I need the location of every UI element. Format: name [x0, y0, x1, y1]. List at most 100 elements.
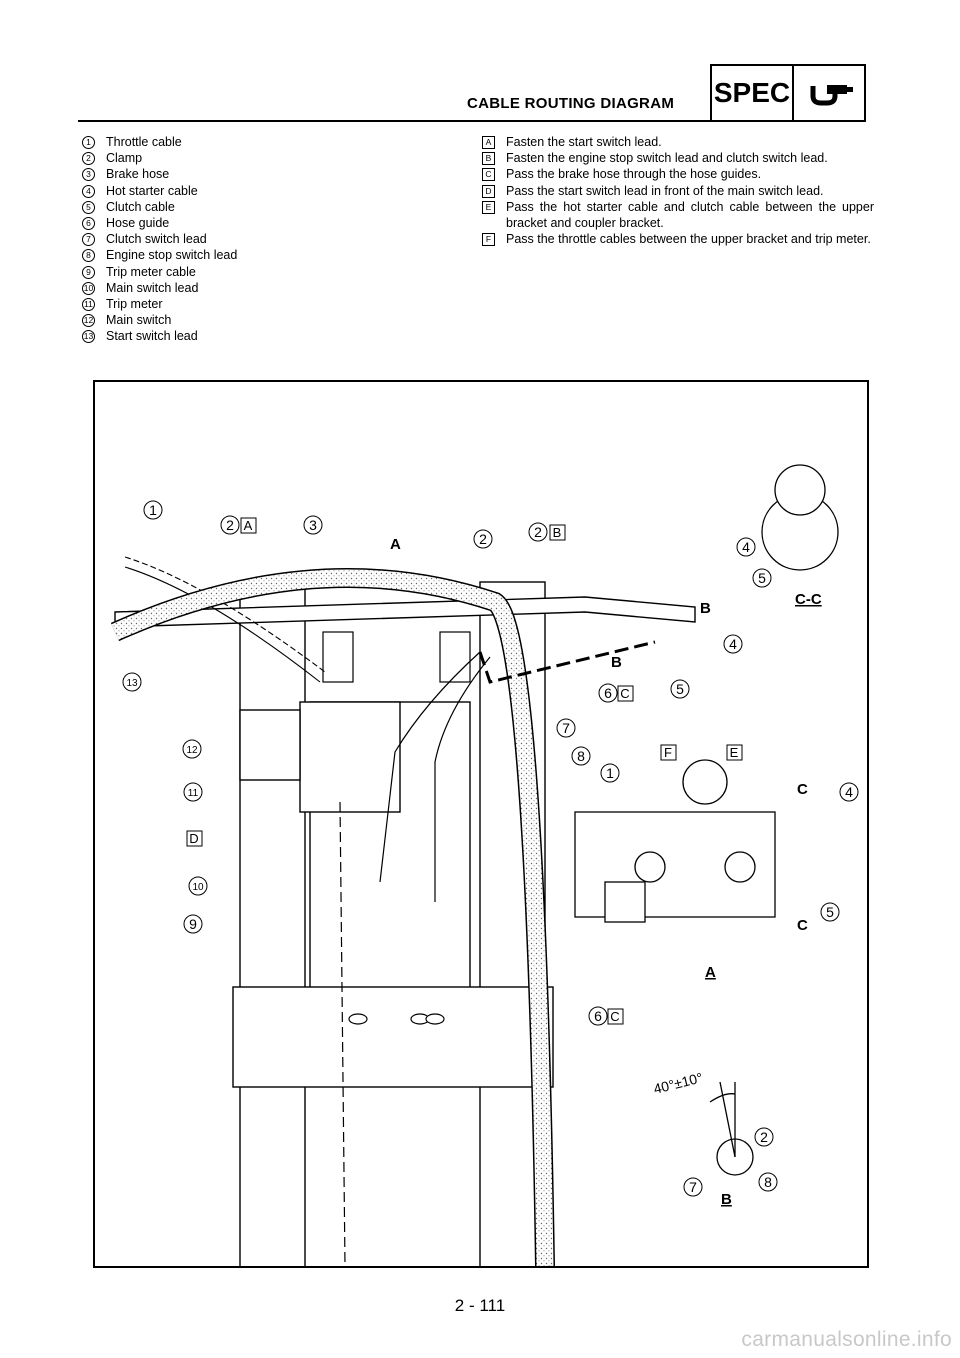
svg-text:C: C: [797, 917, 808, 934]
angle-label: 40°±10°: [652, 1069, 704, 1097]
svg-text:11: 11: [188, 788, 199, 799]
callout-6b: 6: [588, 1006, 608, 1026]
wrench-icon: [794, 66, 864, 120]
callout-7b: 7: [683, 1177, 703, 1197]
callout-10: 10: [188, 876, 208, 896]
svg-text:1: 1: [606, 765, 614, 781]
svg-text:4: 4: [729, 636, 737, 652]
svg-text:9: 9: [189, 916, 197, 932]
svg-text:F: F: [664, 745, 672, 760]
svg-text:B: B: [721, 1191, 732, 1208]
svg-text:B: B: [553, 525, 562, 540]
svg-text:13: 13: [126, 678, 138, 689]
page-title: CABLE ROUTING DIAGRAM: [467, 95, 675, 112]
svg-text:B: B: [700, 600, 711, 617]
callout-6a: 6: [598, 683, 618, 703]
letter-c-box-2: C: [607, 1008, 624, 1025]
svg-text:5: 5: [676, 681, 684, 697]
callout-4a: 4: [736, 537, 756, 557]
section-cc-view: [761, 464, 839, 571]
bracket-bolts: [322, 631, 471, 1025]
callout-8: 8: [571, 746, 591, 766]
coupler-bracket-detail: [574, 759, 776, 923]
callout-9: 9: [183, 914, 203, 934]
svg-text:8: 8: [577, 748, 585, 764]
spec-label: SPEC: [712, 66, 794, 120]
letter-f-box: F: [660, 744, 677, 761]
callout-8b: 8: [758, 1172, 778, 1192]
callout-5b: 5: [670, 679, 690, 699]
letter-a-box: A: [240, 517, 257, 534]
svg-text:4: 4: [845, 784, 853, 800]
cable-routing-diagram: 1 2 3 2 2 4 5 4 5 6 7 8 13 12 11 10 9 1 …: [93, 380, 869, 1273]
svg-text:2: 2: [534, 524, 542, 540]
svg-text:C: C: [610, 1009, 619, 1024]
callout-11: 11: [183, 782, 203, 802]
svg-text:C: C: [797, 781, 808, 798]
letter-c-box-1: C: [617, 685, 634, 702]
svg-text:6: 6: [594, 1008, 602, 1024]
callout-5a: 5: [752, 568, 772, 588]
svg-text:5: 5: [758, 570, 766, 586]
callout-1b: 1: [600, 763, 620, 783]
svg-text:3: 3: [309, 517, 317, 533]
svg-text:5: 5: [826, 904, 834, 920]
svg-text:A: A: [705, 964, 716, 981]
main-switch: [239, 709, 301, 781]
svg-text:7: 7: [562, 720, 570, 736]
letter-b-box: B: [549, 524, 566, 541]
lower-bracket: [232, 986, 554, 1088]
callout-2d: 2: [754, 1127, 774, 1147]
svg-text:10: 10: [192, 882, 204, 893]
header-rule: [78, 120, 710, 122]
trip-meter: [299, 701, 401, 813]
angle-view-b: [709, 1081, 754, 1176]
callout-3: 3: [303, 515, 323, 535]
svg-text:C-C: C-C: [795, 591, 822, 608]
svg-text:7: 7: [689, 1179, 697, 1195]
svg-text:4: 4: [742, 539, 750, 555]
page-number: 2 - 111: [454, 1296, 506, 1315]
callout-2b: 2: [473, 529, 493, 549]
svg-text:2: 2: [760, 1129, 768, 1145]
svg-text:B: B: [611, 654, 622, 671]
letter-e-box: E: [726, 744, 743, 761]
number-callouts: 1 2 3 2 2 4 5 4 5 6 7 8 13 12 11 10 9 1 …: [122, 500, 859, 1197]
fork-tubes: [239, 581, 546, 1273]
letter-d-box: D: [186, 830, 203, 847]
callout-13: 13: [122, 672, 142, 692]
callout-2a: 2: [220, 515, 240, 535]
letter-callouts: A B C D F E C: [186, 517, 743, 1025]
callout-2c: 2: [528, 522, 548, 542]
svg-text:E: E: [730, 745, 739, 760]
callout-4b: 4: [723, 634, 743, 654]
svg-text:6: 6: [604, 685, 612, 701]
spec-badge: SPEC: [710, 64, 866, 122]
svg-text:2: 2: [479, 531, 487, 547]
wire-leads: [339, 640, 656, 1267]
svg-text:12: 12: [186, 745, 198, 756]
callout-5c: 5: [820, 902, 840, 922]
svg-text:D: D: [189, 831, 198, 846]
svg-text:1: 1: [149, 502, 157, 518]
svg-text:C: C: [620, 686, 629, 701]
svg-text:2: 2: [226, 517, 234, 533]
callout-1: 1: [143, 500, 163, 520]
